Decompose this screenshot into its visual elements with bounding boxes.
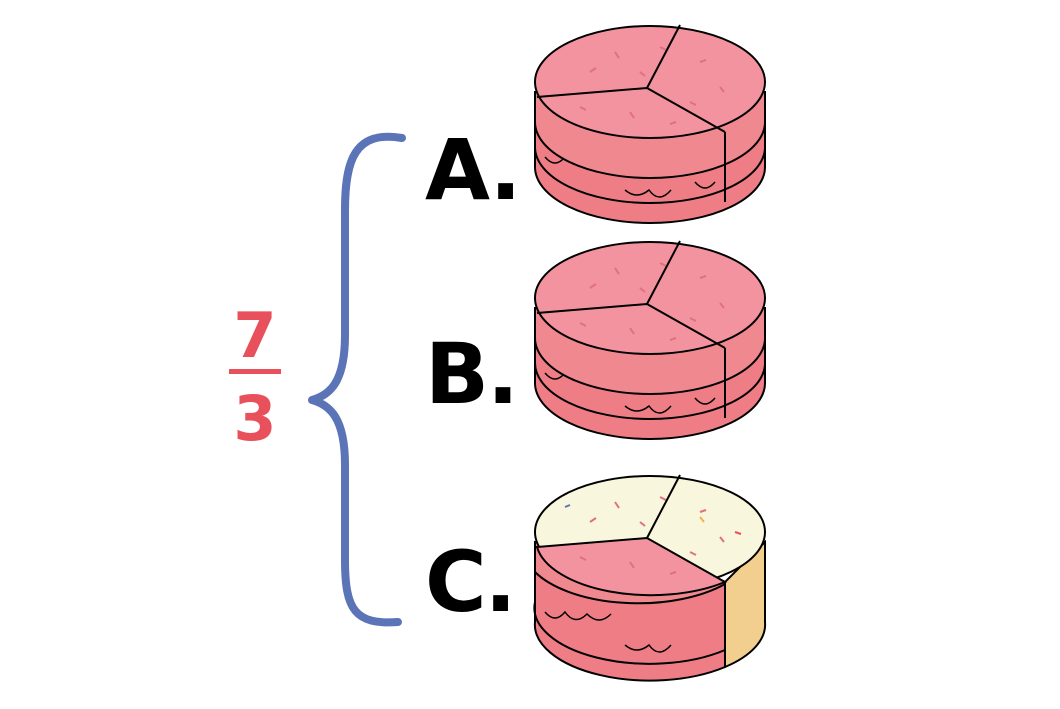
option-a-label[interactable]: A. [425, 121, 521, 219]
option-c-label[interactable]: C. [425, 533, 517, 631]
fraction: 7 3 [215, 305, 295, 450]
option-b-label[interactable]: B. [425, 325, 519, 423]
option-c-cake[interactable] [520, 462, 780, 692]
option-a-cake[interactable] [520, 12, 780, 232]
fraction-numerator: 7 [233, 299, 277, 372]
curly-brace [308, 132, 406, 627]
fraction-denominator: 3 [233, 382, 277, 455]
fraction-bar [229, 369, 281, 374]
option-b-cake[interactable] [520, 228, 780, 448]
